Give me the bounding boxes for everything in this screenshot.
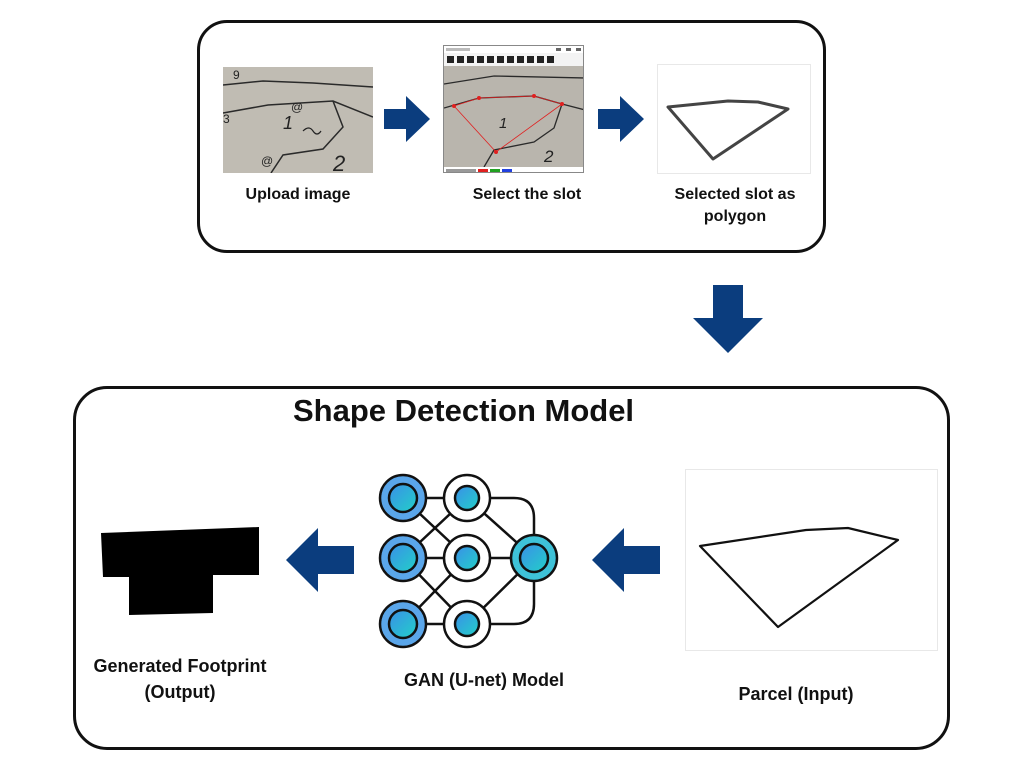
- arrow-right-icon: [598, 96, 644, 142]
- parcel-input-label: Parcel (Input): [738, 684, 854, 704]
- model-label: GAN (U-net) Model: [404, 670, 564, 690]
- selected-polygon-panel: [658, 65, 810, 173]
- sketch-circled-3: 3: [223, 112, 230, 126]
- sketch-circled-1: 9: [233, 68, 240, 82]
- upload-image-label: Upload image: [245, 186, 351, 203]
- arrow-left-icon: [286, 528, 354, 592]
- generated-footprint-shape: [101, 527, 259, 615]
- arrow-left-icon: [592, 528, 660, 592]
- window-toolbar-icon: [447, 56, 554, 63]
- select-region-window: 1 2: [443, 45, 584, 173]
- sketch-circled-4: @: [261, 154, 273, 168]
- parcel-input-panel: [686, 470, 937, 650]
- arrow-right-icon: [384, 96, 430, 142]
- svg-text:1: 1: [499, 115, 507, 132]
- sketch-number-two: 2: [332, 151, 345, 173]
- output-label: Generated Footprint (Output): [93, 656, 267, 702]
- panel-title: Shape Detection Model: [293, 393, 635, 428]
- sketch-number-one: 1: [283, 113, 293, 133]
- selected-slot-label: Selected slot as polygon: [674, 186, 796, 225]
- arrow-down-icon: [693, 285, 763, 353]
- uploaded-image: 1 2 9 @ 3 @: [223, 67, 373, 173]
- sketch-circled-2: @: [291, 100, 303, 114]
- select-slot-label: Select the slot: [472, 186, 582, 203]
- svg-text:2: 2: [543, 147, 554, 166]
- neural-network-icon: [378, 473, 559, 649]
